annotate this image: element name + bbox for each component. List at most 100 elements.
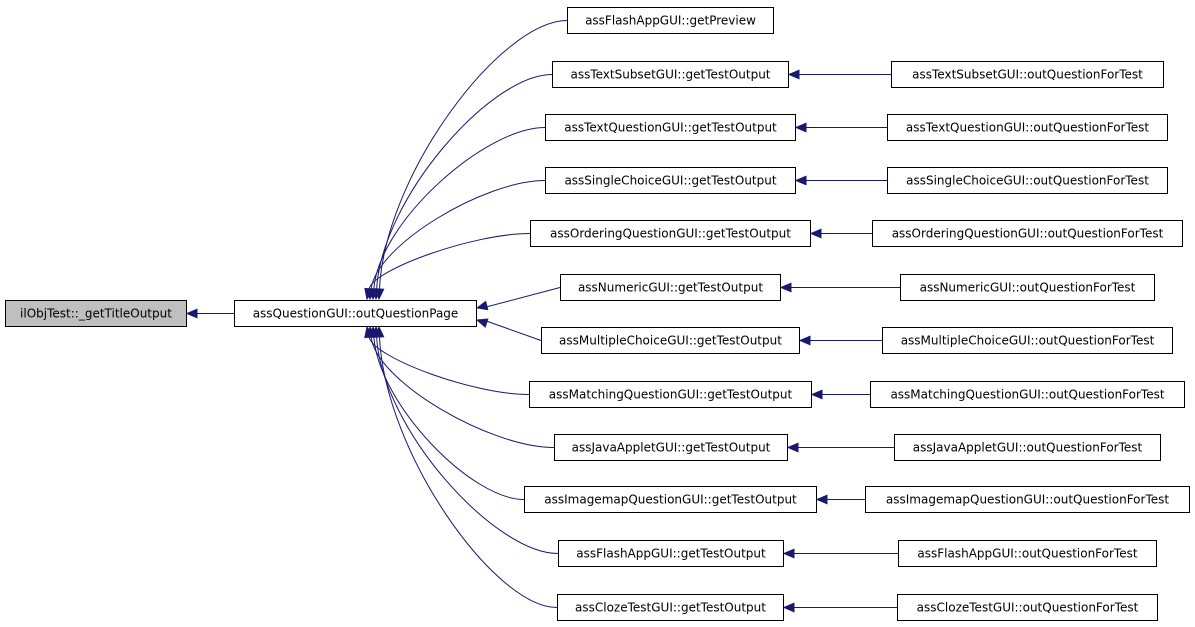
- edge-assorderingquestiongui-gettestoutput-to-hub: [368, 233, 531, 290]
- arrowhead: [815, 494, 828, 505]
- node-label: assSingleChoiceGUI::getTestOutput: [564, 174, 776, 188]
- arrowhead: [787, 69, 800, 80]
- node-hub-assquestiongui-outquestionpage[interactable]: assQuestionGUI::outQuestionPage: [234, 300, 477, 327]
- node-right-asstextquestiongui-outquestionfortest[interactable]: assTextQuestionGUI::outQuestionForTest: [887, 114, 1168, 141]
- node-box: [545, 167, 796, 194]
- node-box: [894, 434, 1161, 461]
- node-label: assMatchingQuestionGUI::outQuestionForTe…: [890, 388, 1164, 402]
- node-label: assClozeTestGUI::outQuestionForTest: [917, 601, 1139, 615]
- edge-assflashappgui-getpreview-to-hub: [378, 20, 568, 290]
- arrowhead: [794, 122, 807, 133]
- node-middle-assorderingquestiongui-gettestoutput[interactable]: assOrderingQuestionGUI::getTestOutput: [530, 220, 811, 247]
- node-box: [5, 300, 187, 327]
- arrowhead: [794, 175, 807, 186]
- node-box: [887, 167, 1168, 194]
- node-right-assmultiplechoicegui-outquestionfortest[interactable]: assMultipleChoiceGUI::outQuestionForTest: [882, 327, 1173, 354]
- node-right-assnumericgui-outquestionfortest[interactable]: assNumericGUI::outQuestionForTest: [900, 274, 1155, 301]
- node-right-asstextsubsetgui-outquestionfortest[interactable]: assTextSubsetGUI::outQuestionForTest: [891, 61, 1164, 88]
- node-right-assflashappgui-outquestionfortest[interactable]: assFlashAppGUI::outQuestionForTest: [898, 540, 1157, 567]
- node-middle-assflashappgui-gettestoutput[interactable]: assFlashAppGUI::getTestOutput: [558, 540, 784, 567]
- node-label: assOrderingQuestionGUI::outQuestionForTe…: [892, 227, 1164, 241]
- node-right-assmatchingquestiongui-outquestionfortest[interactable]: assMatchingQuestionGUI::outQuestionForTe…: [870, 381, 1185, 408]
- edge-assnumericgui-gettestoutput-to-hub: [486, 287, 561, 308]
- node-box: [897, 594, 1158, 621]
- node-label: assFlashAppGUI::getTestOutput: [576, 547, 766, 561]
- node-label: assTextSubsetGUI::getTestOutput: [570, 68, 770, 82]
- node-box: [530, 220, 811, 247]
- node-right-assorderingquestiongui-outquestionfortest[interactable]: assOrderingQuestionGUI::outQuestionForTe…: [872, 220, 1183, 247]
- node-label: assFlashAppGUI::outQuestionForTest: [917, 547, 1137, 561]
- node-middle-assnumericgui-gettestoutput[interactable]: assNumericGUI::getTestOutput: [560, 274, 781, 301]
- node-box: [865, 486, 1190, 513]
- node-middle-assmultiplechoicegui-gettestoutput[interactable]: assMultipleChoiceGUI::getTestOutput: [541, 327, 800, 354]
- node-box: [887, 114, 1168, 141]
- edge-asstextsubsetgui-gettestoutput-to-hub: [376, 74, 553, 290]
- arrowhead: [782, 602, 795, 613]
- node-middle-assflashappgui-getpreview[interactable]: assFlashAppGUI::getPreview: [567, 7, 774, 34]
- node-box: [541, 327, 800, 354]
- arrowhead: [810, 389, 823, 400]
- node-box: [554, 434, 788, 461]
- node-label: assTextSubsetGUI::outQuestionForTest: [912, 68, 1143, 82]
- edge-assmatchingquestiongui-gettestoutput-to-hub: [368, 336, 530, 395]
- node-right-assclozetestgui-outquestionfortest[interactable]: assClozeTestGUI::outQuestionForTest: [897, 594, 1158, 621]
- arrowhead: [782, 548, 795, 559]
- node-label: assSingleChoiceGUI::outQuestionForTest: [906, 174, 1149, 188]
- node-label: assQuestionGUI::outQuestionPage: [253, 307, 459, 321]
- node-label: assJavaAppletGUI::getTestOutput: [572, 441, 771, 455]
- node-box: [870, 381, 1185, 408]
- arrowhead: [809, 228, 822, 239]
- node-middle-assimagemapquestiongui-gettestoutput[interactable]: assImagemapQuestionGUI::getTestOutput: [524, 486, 817, 513]
- arrowhead: [364, 287, 374, 301]
- node-label: assNumericGUI::outQuestionForTest: [920, 281, 1136, 295]
- node-label: ilObjTest::_getTitleOutput: [20, 307, 172, 321]
- node-box: [567, 7, 774, 34]
- node-box: [234, 300, 477, 327]
- node-label: assImagemapQuestionGUI::getTestOutput: [544, 493, 797, 507]
- arrowhead: [786, 442, 799, 453]
- node-box: [882, 327, 1173, 354]
- node-middle-assjavaappletgui-gettestoutput[interactable]: assJavaAppletGUI::getTestOutput: [554, 434, 788, 461]
- node-label: assTextQuestionGUI::getTestOutput: [564, 121, 777, 135]
- node-label: assMatchingQuestionGUI::getTestOutput: [549, 388, 793, 402]
- node-label: assImagemapQuestionGUI::outQuestionForTe…: [886, 493, 1169, 507]
- node-right-assimagemapquestiongui-outquestionfortest[interactable]: assImagemapQuestionGUI::outQuestionForTe…: [865, 486, 1190, 513]
- node-right-asssinglechoicegui-outquestionfortest[interactable]: assSingleChoiceGUI::outQuestionForTest: [887, 167, 1168, 194]
- node-focus-ilobjtest-gettitleoutput[interactable]: ilObjTest::_getTitleOutput: [5, 300, 187, 327]
- node-box: [560, 274, 781, 301]
- node-label: assTextQuestionGUI::outQuestionForTest: [906, 121, 1150, 135]
- arrowhead: [475, 300, 489, 311]
- node-box: [891, 61, 1164, 88]
- edge-assclozetestgui-gettestoutput-to-hub: [378, 336, 558, 608]
- node-middle-asstextsubsetgui-gettestoutput[interactable]: assTextSubsetGUI::getTestOutput: [552, 61, 789, 88]
- node-label: assMultipleChoiceGUI::outQuestionForTest: [901, 334, 1155, 348]
- node-middle-asssinglechoicegui-gettestoutput[interactable]: assSingleChoiceGUI::getTestOutput: [545, 167, 796, 194]
- node-box: [524, 486, 817, 513]
- node-right-assjavaappletgui-outquestionfortest[interactable]: assJavaAppletGUI::outQuestionForTest: [894, 434, 1161, 461]
- edge-asssinglechoicegui-gettestoutput-to-hub: [370, 180, 546, 290]
- node-label: assNumericGUI::getTestOutput: [578, 281, 763, 295]
- node-label: assJavaAppletGUI::outQuestionForTest: [913, 441, 1143, 455]
- node-box: [557, 594, 784, 621]
- node-box: [529, 381, 812, 408]
- node-label: assOrderingQuestionGUI::getTestOutput: [550, 227, 791, 241]
- node-middle-assmatchingquestiongui-gettestoutput[interactable]: assMatchingQuestionGUI::getTestOutput: [529, 381, 812, 408]
- node-box: [900, 274, 1155, 301]
- node-box: [552, 61, 789, 88]
- node-label: assClozeTestGUI::getTestOutput: [575, 601, 766, 615]
- node-label: assFlashAppGUI::getPreview: [585, 14, 756, 28]
- edge-asstextquestiongui-gettestoutput-to-hub: [373, 127, 546, 290]
- arrowhead: [475, 318, 489, 328]
- edge-assjavaappletgui-gettestoutput-to-hub: [370, 336, 555, 448]
- edge-assmultiplechoicegui-gettestoutput-to-hub: [486, 320, 542, 341]
- node-middle-assclozetestgui-gettestoutput[interactable]: assClozeTestGUI::getTestOutput: [557, 594, 784, 621]
- node-box: [558, 540, 784, 567]
- arrowhead: [185, 308, 198, 319]
- node-box: [898, 540, 1157, 567]
- node-box: [872, 220, 1183, 247]
- node-middle-asstextquestiongui-gettestoutput[interactable]: assTextQuestionGUI::getTestOutput: [545, 114, 796, 141]
- node-label: assMultipleChoiceGUI::getTestOutput: [559, 334, 782, 348]
- node-box: [545, 114, 796, 141]
- edge-assimagemapquestiongui-gettestoutput-to-hub: [373, 336, 525, 500]
